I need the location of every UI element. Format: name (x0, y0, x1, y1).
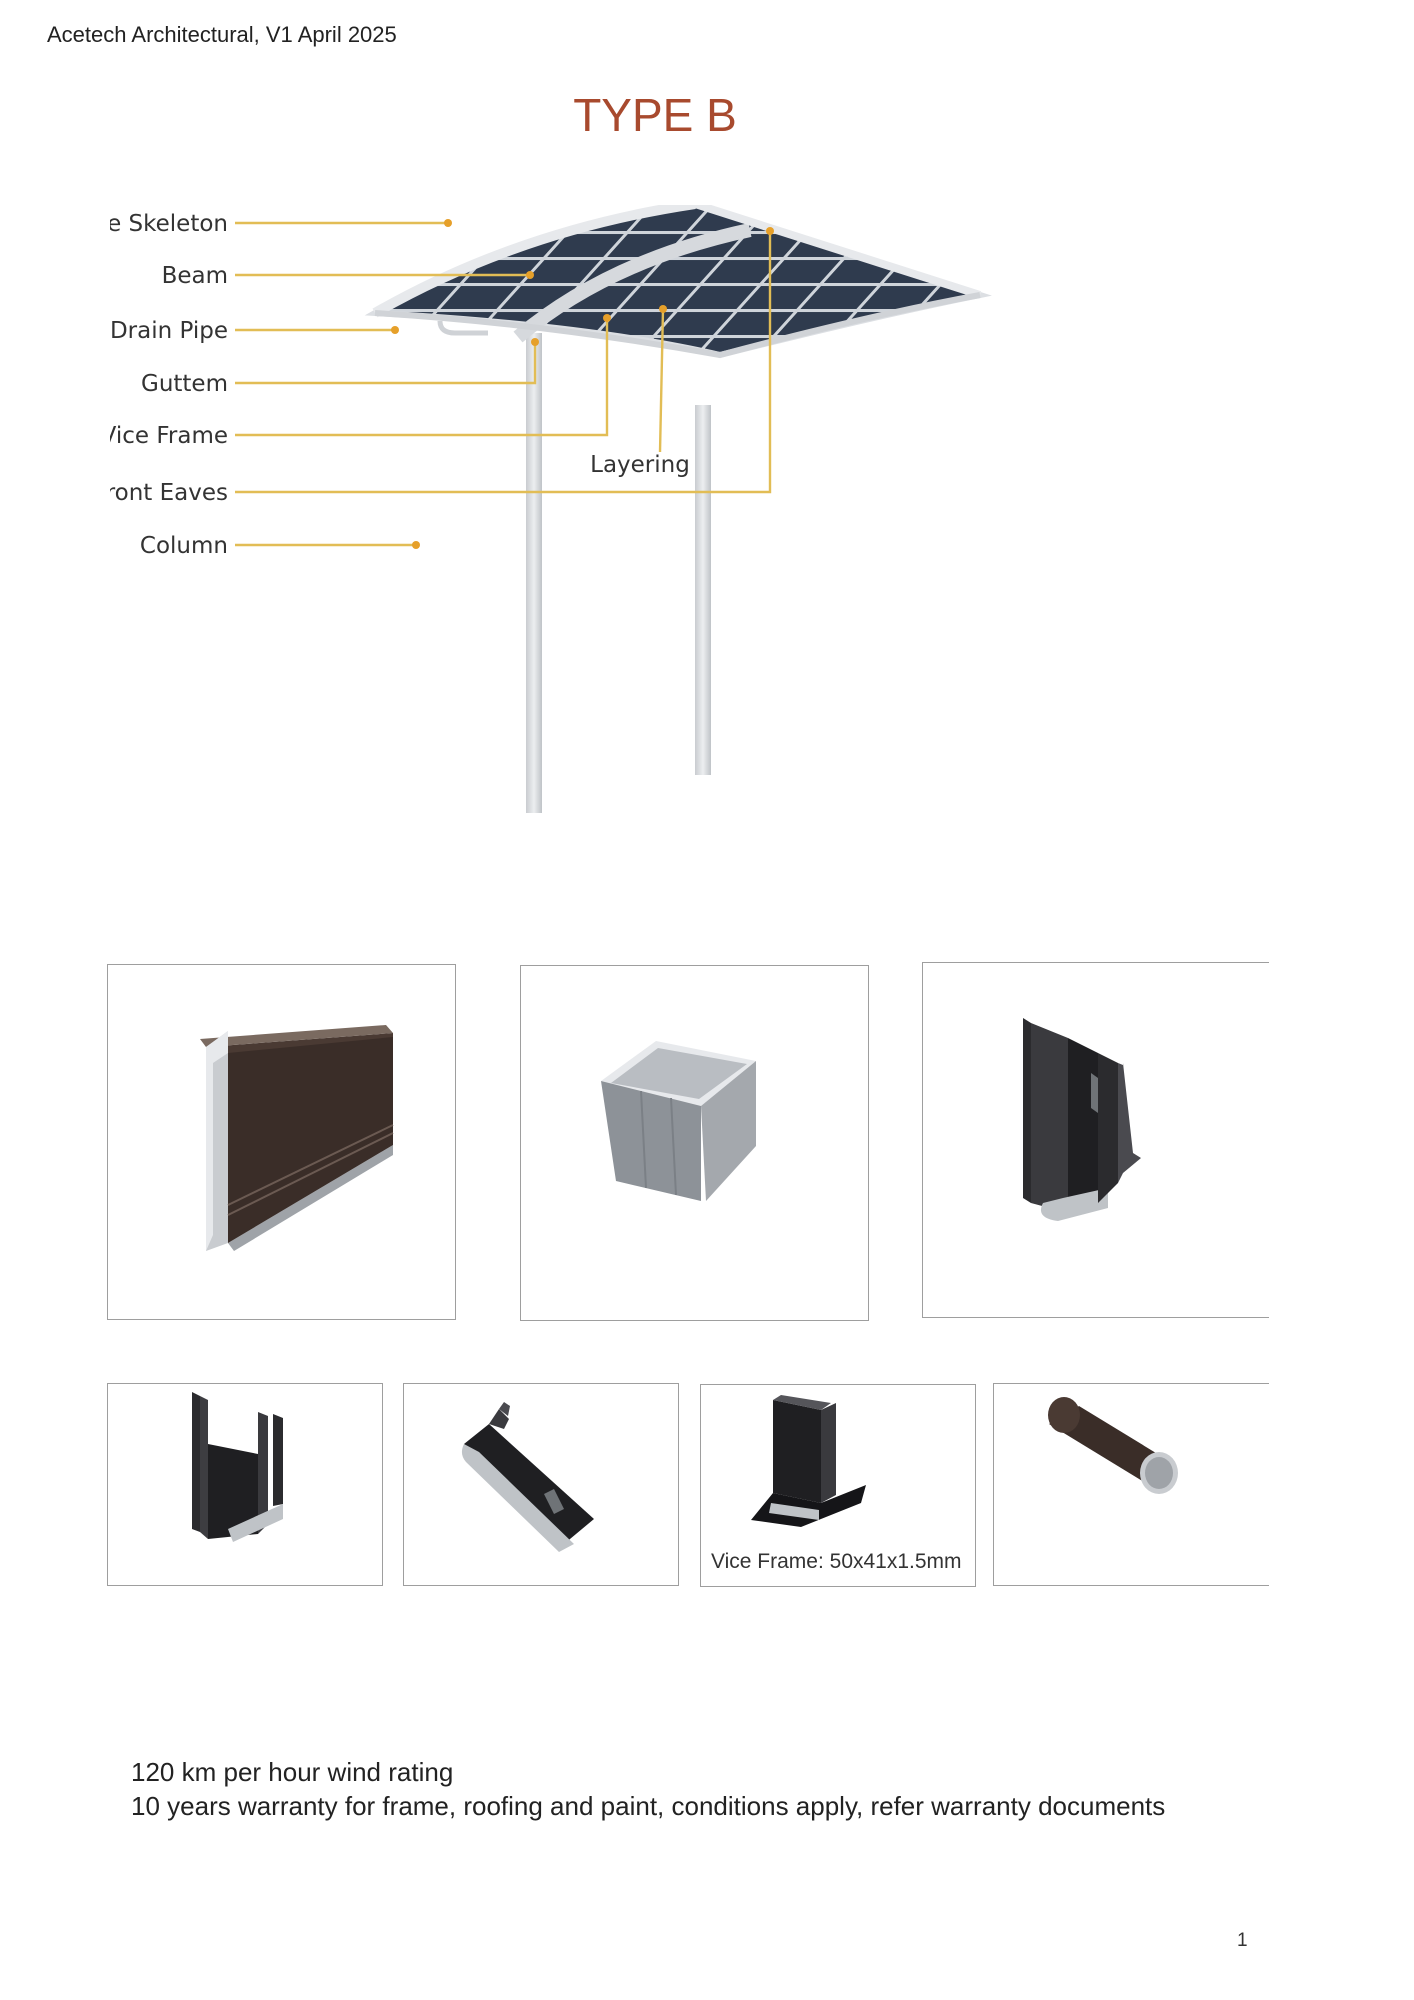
profile-box-4 (107, 1383, 383, 1586)
profile-beam-image (1023, 1018, 1141, 1221)
profile-round-pipe-image (1048, 1397, 1178, 1494)
label-drain-pipe: Drain Pipe (110, 318, 228, 344)
profile-box-6: Vice Frame: 50x41x1.5mm (700, 1384, 976, 1587)
wind-rating-note: 120 km per hour wind rating (131, 1757, 454, 1787)
profile-drain-pipe-image (192, 1392, 283, 1542)
profile-box-5 (403, 1383, 679, 1586)
front-eaves-rail (693, 205, 982, 299)
label-beam: Beam (162, 263, 228, 289)
page-title: TYPE B (573, 89, 737, 141)
gutter-rail (374, 292, 981, 359)
profile-side-skeleton-image (200, 1025, 394, 1251)
front-column (526, 333, 542, 813)
label-vice-frame: Vice Frame (110, 423, 228, 449)
profile-box-1 (107, 964, 456, 1320)
label-front-eaves: Front Eaves (110, 480, 228, 506)
drain-pipe-shape (437, 320, 488, 336)
profile-column-image (601, 1041, 756, 1201)
label-guttem: Guttem (141, 371, 228, 397)
profile-box-7 (993, 1383, 1269, 1586)
profile-box-2 (520, 965, 869, 1321)
page-number: 1 (1237, 1930, 1248, 1951)
vice-frame-caption: Vice Frame: 50x41x1.5mm (711, 1550, 962, 1573)
warranty-note: 10 years warranty for frame, roofing and… (131, 1791, 1166, 1821)
label-column: Column (140, 533, 228, 559)
label-layering: Layering (590, 452, 690, 478)
beam-rail (513, 223, 752, 343)
label-side-skeleton: Side Skeleton (110, 211, 228, 237)
profile-box-3 (922, 962, 1269, 1318)
carport-diagram: Side Skeleton Beam Drain Pipe Guttem Vic… (110, 205, 992, 813)
profile-guttem-image (461, 1402, 594, 1552)
rear-column (695, 405, 711, 775)
side-skeleton-rail (372, 205, 696, 318)
profile-vice-frame-image (751, 1395, 866, 1527)
document-header: Acetech Architectural, V1 April 2025 (47, 22, 397, 47)
